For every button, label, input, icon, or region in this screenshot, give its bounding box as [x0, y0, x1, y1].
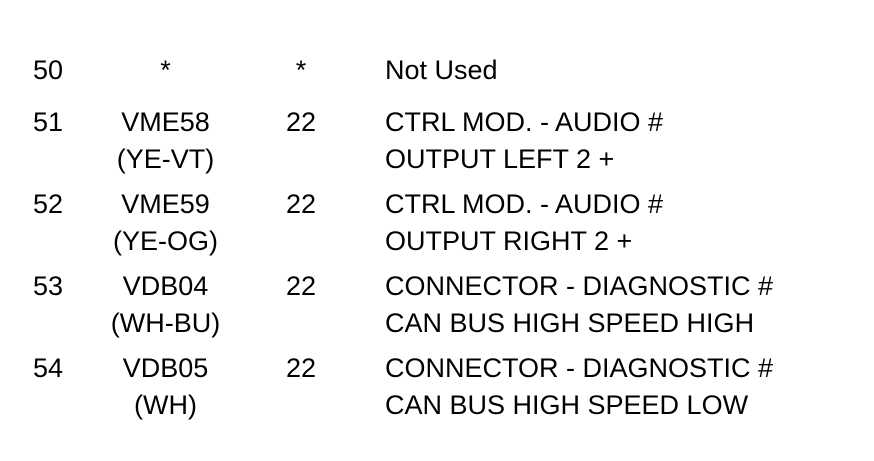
circuit-id-code: VME58 — [121, 107, 210, 137]
circuit-description-line2: OUTPUT RIGHT 2 + — [385, 226, 633, 256]
circuit-description: CTRL MOD. - AUDIO # OUTPUT LEFT 2 + — [385, 104, 865, 178]
circuit-description-line2: OUTPUT LEFT 2 + — [385, 144, 615, 174]
circuit-id: VME59 (YE-OG) — [88, 186, 243, 260]
table-row: 50 * * Not Used — [0, 52, 874, 130]
wire-gauge: 22 — [285, 107, 317, 137]
circuit-description-line1: CONNECTOR - DIAGNOSTIC # — [385, 353, 774, 383]
circuit-description-line2: CAN BUS HIGH SPEED LOW — [385, 390, 749, 420]
circuit-id: VDB04 (WH-BU) — [88, 268, 243, 342]
circuit-description-line1: CONNECTOR - DIAGNOSTIC # — [385, 271, 774, 301]
pin-number: 50 — [32, 55, 64, 85]
circuit-id: VME58 (YE-VT) — [88, 104, 243, 178]
circuit-description: CTRL MOD. - AUDIO # OUTPUT RIGHT 2 + — [385, 186, 865, 260]
circuit-description: Not Used — [385, 52, 865, 89]
circuit-description-line1: CTRL MOD. - AUDIO # — [385, 107, 664, 137]
table-row: 54 VDB05 (WH) 22 CONNECTOR - DIAGNOSTIC … — [0, 350, 874, 428]
table-row: 53 VDB04 (WH-BU) 22 CONNECTOR - DIAGNOST… — [0, 268, 874, 346]
circuit-color-code: (YE-VT) — [116, 144, 215, 174]
circuit-description-line1: CTRL MOD. - AUDIO # — [385, 189, 664, 219]
circuit-id: VDB05 (WH) — [88, 350, 243, 424]
pin-number: 54 — [32, 353, 64, 383]
circuit-id-code: * — [160, 55, 171, 85]
circuit-id-code: VDB04 — [122, 271, 209, 301]
circuit-description: CONNECTOR - DIAGNOSTIC # CAN BUS HIGH SP… — [385, 350, 865, 424]
circuit-description-line2: CAN BUS HIGH SPEED HIGH — [385, 308, 755, 338]
wire-gauge: 22 — [285, 189, 317, 219]
wire-gauge: 22 — [285, 353, 317, 383]
wire-gauge: 22 — [285, 271, 317, 301]
circuit-description: CONNECTOR - DIAGNOSTIC # CAN BUS HIGH SP… — [385, 268, 865, 342]
pin-number: 51 — [32, 107, 64, 137]
circuit-description-line1: Not Used — [385, 55, 498, 85]
circuit-id-code: VDB05 — [122, 353, 209, 383]
circuit-color-code: (YE-OG) — [113, 226, 218, 256]
circuit-id: * — [88, 52, 243, 89]
table-row: 52 VME59 (YE-OG) 22 CTRL MOD. - AUDIO # … — [0, 186, 874, 264]
table-row: 51 VME58 (YE-VT) 22 CTRL MOD. - AUDIO # … — [0, 104, 874, 182]
circuit-color-code: (WH-BU) — [110, 308, 221, 338]
circuit-color-code: (WH) — [134, 390, 197, 420]
pin-number: 53 — [32, 271, 64, 301]
wire-gauge: * — [295, 55, 307, 85]
pin-number: 52 — [32, 189, 64, 219]
circuit-id-code: VME59 — [121, 189, 210, 219]
